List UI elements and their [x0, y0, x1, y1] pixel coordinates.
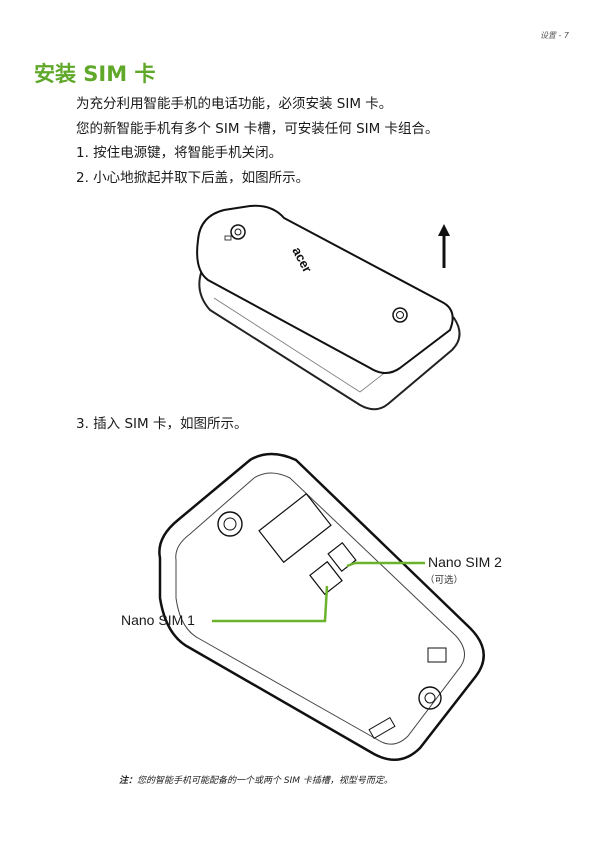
sim2-leader-line	[346, 561, 425, 568]
camera-icon	[230, 224, 246, 240]
intro-paragraph: 为充分利用智能手机的电话功能，必须安装 SIM 卡。	[76, 96, 393, 112]
sim1-label: Nano SIM 1	[121, 612, 195, 628]
speaker-icon	[392, 307, 408, 323]
step-2: 2. 小心地掀起并取下后盖，如图所示。	[76, 170, 310, 186]
slots-paragraph: 您的新智能手机有多个 SIM 卡槽，可安装任何 SIM 卡组合。	[76, 121, 439, 137]
camera-icon	[217, 511, 243, 537]
sim2-optional-label: （可选）	[425, 575, 464, 586]
step-1: 1. 按住电源键，将智能手机关闭。	[76, 145, 283, 161]
footnote: 注：您的智能手机可能配备的一个或两个 SIM 卡插槽，视型号而定。	[119, 773, 393, 786]
back-cover-illustration: acer	[196, 204, 461, 411]
page-header: 设置 - 7	[539, 31, 569, 40]
sim2-label: Nano SIM 2	[428, 554, 502, 570]
section-title: 安装 SIM 卡	[34, 62, 156, 86]
sim-tray	[258, 492, 332, 564]
speaker-icon	[418, 686, 442, 710]
note-prefix: 注：	[119, 776, 138, 786]
step-3: 3. 插入 SIM 卡，如图所示。	[76, 416, 248, 432]
phone-frame	[158, 452, 485, 761]
back-cover	[196, 204, 454, 374]
sim1-leader-line	[212, 585, 329, 623]
note-text: 您的智能手机可能配备的一个或两个 SIM 卡插槽，视型号而定。	[137, 776, 393, 786]
sim-slot-illustration	[158, 452, 485, 761]
sim-slot-1	[309, 560, 343, 596]
